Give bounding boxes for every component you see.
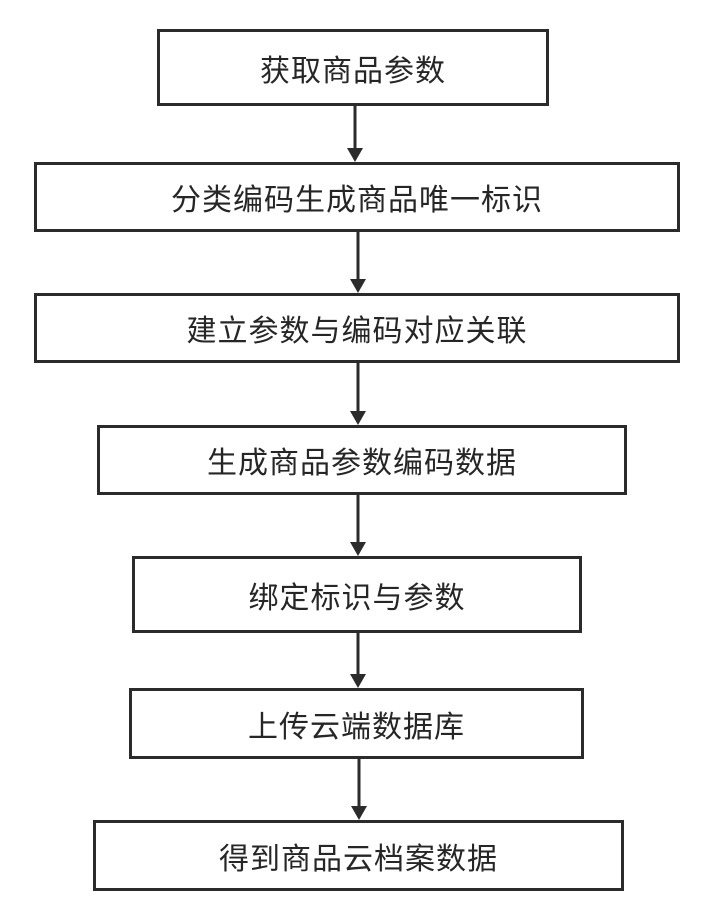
arrow-head-icon xyxy=(350,279,366,293)
arrow-5-to-6 xyxy=(350,633,366,688)
step-generate-code-data: 生成商品参数编码数据 xyxy=(97,425,627,495)
arrow-6-to-7 xyxy=(351,759,367,820)
step-bind-id-parameters: 绑定标识与参数 xyxy=(132,556,582,633)
step-generate-unique-id: 分类编码生成商品唯一标识 xyxy=(34,162,680,232)
arrow-head-icon xyxy=(350,411,366,425)
step-label: 分类编码生成商品唯一标识 xyxy=(171,175,543,219)
step-associate-parameters-codes: 建立参数与编码对应关联 xyxy=(34,293,680,363)
step-get-cloud-archive: 得到商品云档案数据 xyxy=(93,820,624,891)
step-label: 建立参数与编码对应关联 xyxy=(187,306,528,350)
step-upload-cloud-database: 上传云端数据库 xyxy=(129,688,584,759)
arrow-head-icon xyxy=(350,674,366,688)
step-label: 获取商品参数 xyxy=(260,46,446,90)
arrow-head-icon xyxy=(351,806,367,820)
arrow-2-to-3 xyxy=(350,232,366,293)
arrow-head-icon xyxy=(350,542,366,556)
step-label: 生成商品参数编码数据 xyxy=(207,438,517,482)
step-label: 得到商品云档案数据 xyxy=(219,834,498,878)
arrow-1-to-2 xyxy=(347,106,363,162)
arrow-4-to-5 xyxy=(350,495,366,556)
arrow-head-icon xyxy=(347,148,363,162)
arrow-3-to-4 xyxy=(350,363,366,425)
step-label: 上传云端数据库 xyxy=(248,702,465,746)
step-get-product-parameters: 获取商品参数 xyxy=(157,29,549,106)
step-label: 绑定标识与参数 xyxy=(249,573,466,617)
